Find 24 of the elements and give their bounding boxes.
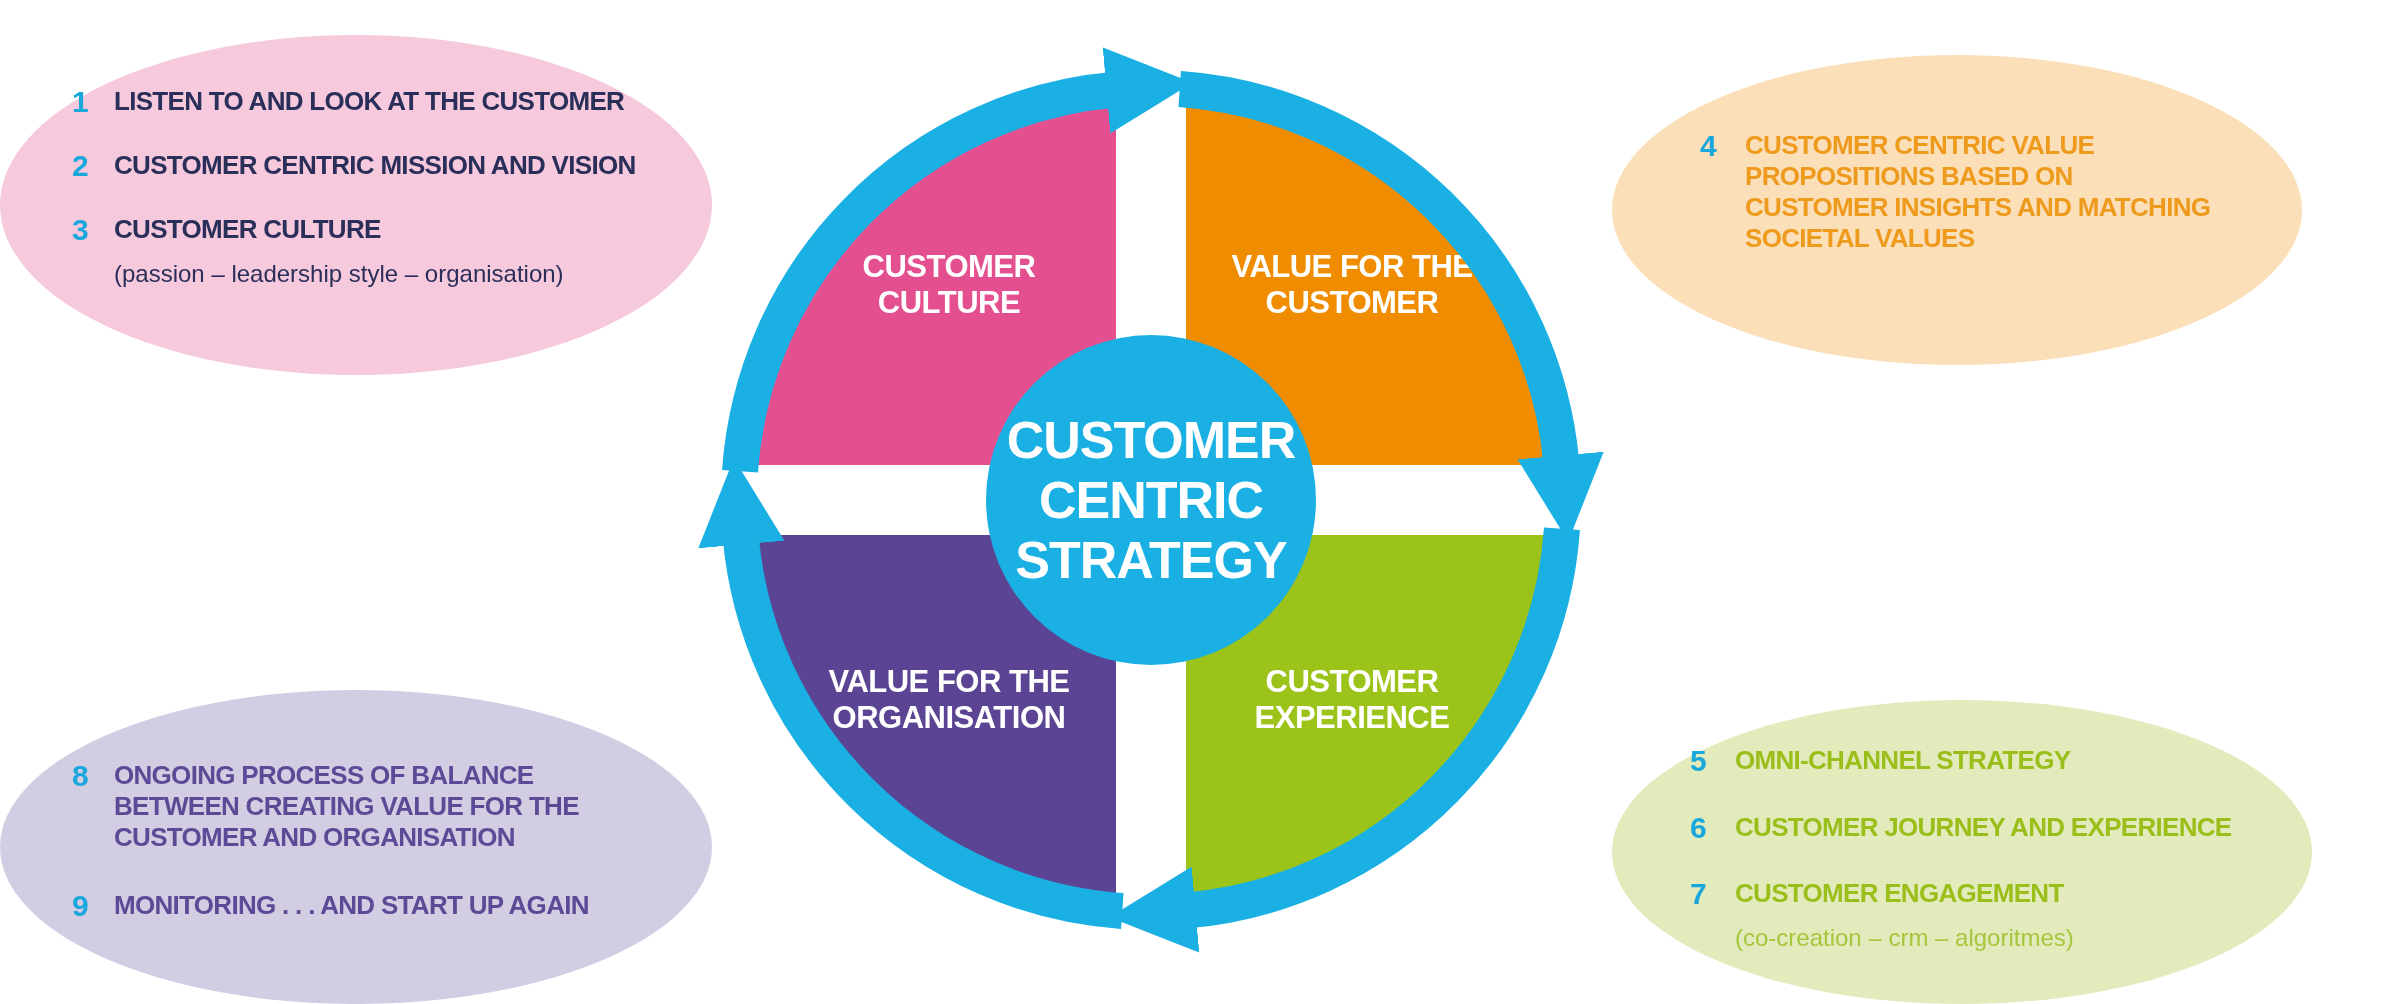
list-item-text: CUSTOMER CULTURE	[114, 214, 382, 245]
note-text: (passion – leadership style – organisation)	[114, 259, 565, 289]
list-item-text: LISTEN TO AND LOOK AT THE CUSTOMER	[114, 86, 626, 117]
list-number: 7	[1690, 878, 1706, 909]
list-number: 3	[72, 214, 88, 245]
center-label: CUSTOMER CENTRIC STRATEGY	[1005, 410, 1297, 590]
list-item-text: CUSTOMER CENTRIC VALUE PROPOSITIONS BASED ON CUSTOMER INSIGHTS AND MATCHING SOCIETAL VALUES	[1745, 130, 2212, 254]
list-number: 9	[72, 890, 88, 921]
list-item-text: CUSTOMER ENGAGEMENT	[1735, 878, 2065, 909]
list-number: 8	[72, 760, 88, 791]
quadrant-label: CUSTOMER EXPERIENCE	[1253, 664, 1451, 736]
quadrant-label: VALUE FOR THE ORGANISATION	[827, 664, 1071, 736]
list-item-text: CUSTOMER JOURNEY AND EXPERIENCE	[1735, 812, 2233, 843]
list-number: 5	[1690, 745, 1706, 776]
list-item-text: MONITORING . . . AND START UP AGAIN	[114, 890, 590, 921]
note-text: (co-creation – crm – algoritmes)	[1735, 923, 2075, 953]
list-item-text: CUSTOMER CENTRIC MISSION AND VISION	[114, 150, 637, 181]
list-number: 2	[72, 150, 88, 181]
quadrant-label: CUSTOMER CULTURE	[861, 249, 1037, 321]
list-number: 6	[1690, 812, 1706, 843]
list-number: 1	[72, 86, 88, 117]
list-item-text: OMNI-CHANNEL STRATEGY	[1735, 745, 2072, 776]
list-item-text: ONGOING PROCESS OF BALANCE BETWEEN CREATING VALUE FOR THE CUSTOMER AND ORGANISATION	[114, 760, 580, 853]
list-number: 4	[1700, 130, 1716, 161]
